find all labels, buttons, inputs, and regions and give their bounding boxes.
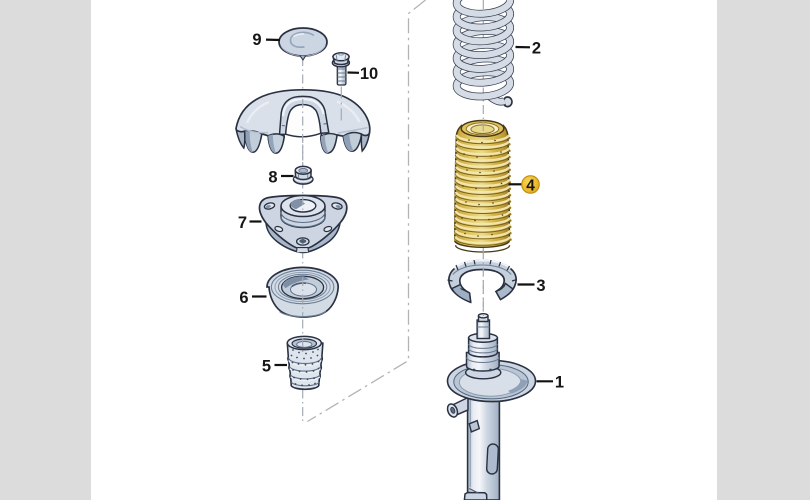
svg-text:5: 5 [262,358,271,376]
svg-text:4: 4 [526,178,535,195]
svg-text:9: 9 [252,31,261,49]
svg-text:10: 10 [360,65,378,83]
svg-text:1: 1 [555,374,564,392]
svg-text:8: 8 [268,169,277,187]
svg-text:7: 7 [238,214,247,232]
svg-text:6: 6 [239,289,248,307]
svg-text:3: 3 [536,277,545,295]
svg-text:2: 2 [532,40,541,58]
